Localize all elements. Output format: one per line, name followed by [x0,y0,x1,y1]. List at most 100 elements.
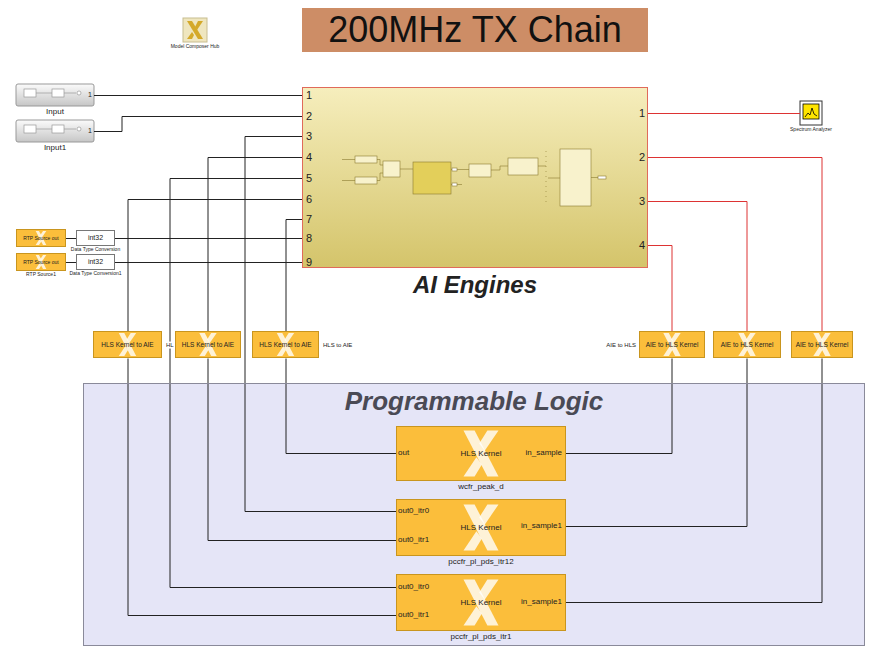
block-name: AI Engines [413,271,537,300]
aie-graph-illustration-part [591,177,598,178]
port-number: 5 [306,172,312,185]
signal-wire [566,359,822,603]
aie-graph-illustration-part [342,159,355,160]
signal-source-icon-part [16,84,94,106]
block-text: HLS Kernel to AIE [182,341,234,349]
xilinx-logo-part [277,346,286,356]
gateway-block: HLS Kernel to AIE [175,331,241,358]
port-name: in_sample1 [521,597,562,606]
xilinx-logo-part [464,606,482,625]
text-wrap: int32 [77,231,114,245]
aie-graph-illustration-part [452,183,457,186]
aie-fill [302,87,648,268]
port-number: 3 [306,130,312,143]
block-name: Model Composer Hub [171,43,220,49]
block-name: HL [165,342,175,349]
signal-wire [648,113,800,114]
block-text: AIE to HLS Kernel [796,341,849,349]
signal-wire [208,359,396,541]
source-block: Input [16,84,94,106]
signal-wire [128,200,302,332]
signal-wire [648,202,747,332]
aie-graph-illustration-part [491,166,508,170]
text-wrap: AIE to HLS Kernel [714,332,780,357]
xilinx-logo-part [738,346,747,356]
port-name: out [398,448,409,457]
pl-region: Programmable LogicHLS Kernelwcfr_peak_dH… [83,383,865,646]
block-text: int32 [88,234,103,242]
rtp-source-block: RTP Source out [16,229,66,247]
xilinx-logo-part [464,531,482,550]
scope-block: Spectrum Analyzer [800,101,822,125]
port-name: out0_itr0 [398,582,429,591]
aie-graph-illustration-part [400,169,413,170]
signal-source-icon-part [64,129,76,130]
block-text: AIE to HLS Kernel [646,341,699,349]
port-number: 4 [639,239,645,252]
aie-graph-illustration-part [469,164,491,177]
text-wrap: HLS Kernel to AIE [176,332,240,357]
aie-graph-illustration-part [508,158,538,175]
spectrum-analyzer-icon [800,101,822,125]
hub-icon-part [187,32,194,39]
gateway-block: AIE to HLS Kernel [639,331,705,358]
aie-graph-illustration-part [355,177,377,184]
signal-source-icon [16,84,94,142]
spectrum-analyzer-icon-part [805,108,817,117]
port-number: 1 [88,127,92,135]
port-number: 1 [639,107,645,120]
port-number: 9 [306,256,312,269]
source-block: Input1 [16,120,94,142]
gateway-block: HLS Kernel to AIE [252,331,319,358]
xilinx-logo-part [479,580,498,600]
hub-icon [183,18,207,42]
text-wrap: int32 [77,255,114,269]
signal-wire [648,246,672,332]
text-wrap: AIE to HLS Kernel [792,332,852,357]
text-wrap: HLS Kernel to AIE [253,332,318,357]
port-name: out0_itr1 [398,610,429,619]
block-name: AIE to HLS [606,342,636,349]
port-number: 8 [306,232,312,245]
signal-wire [245,137,396,512]
aie-graph-illustration-part [342,180,355,181]
spectrum-analyzer-icon-part [800,101,822,125]
signal-wire [648,158,822,332]
block-name: Data Type Conversion [71,246,120,252]
port-number: 1 [88,91,92,99]
hub-icon-part [187,21,203,39]
aie-graph-illustration-part [451,184,462,185]
port-number: 3 [639,195,645,208]
port-name: out0_itr0 [398,506,429,515]
xilinx-logo-part [479,431,498,451]
signal-source-icon-part [36,129,52,130]
aie-subsystem: AI Engines [302,87,648,268]
hub-icon-part [183,18,207,42]
block-name: HLS to AIE [323,342,352,349]
xilinx-logo-part [479,505,498,525]
port-number: 6 [306,193,312,206]
xilinx-logo-part [663,346,672,356]
block-name: Input [46,107,64,117]
block-text: HLS Kernel to AIE [259,341,311,349]
block-name: Data Type Conversion1 [69,270,121,276]
block-name: Spectrum Analyzer [790,126,832,132]
signal-wire [208,158,302,332]
signal-wire [66,262,76,263]
rtp-source-block: RTP Source outRTP Source1 [16,253,66,271]
aie-graph-illustration-part [546,151,547,206]
title-banner: 200MHz TX Chain [302,8,648,52]
port-number: 7 [306,213,312,226]
hub-block: Model Composer Hub [183,18,207,42]
port-number: 2 [306,110,312,123]
spectrum-analyzer-icon-part [803,104,819,119]
text-wrap: RTP Source out [17,230,65,246]
block-name: wcfr_peak_d [458,482,503,492]
signal-source-icon-part [24,125,36,133]
aie-graph-illustration-part [377,160,383,166]
block-text: AIE to HLS Kernel [721,341,774,349]
signal-source-icon-part [52,125,64,133]
title-text: 200MHz TX Chain [328,8,621,51]
xilinx-logo-part [119,346,128,356]
